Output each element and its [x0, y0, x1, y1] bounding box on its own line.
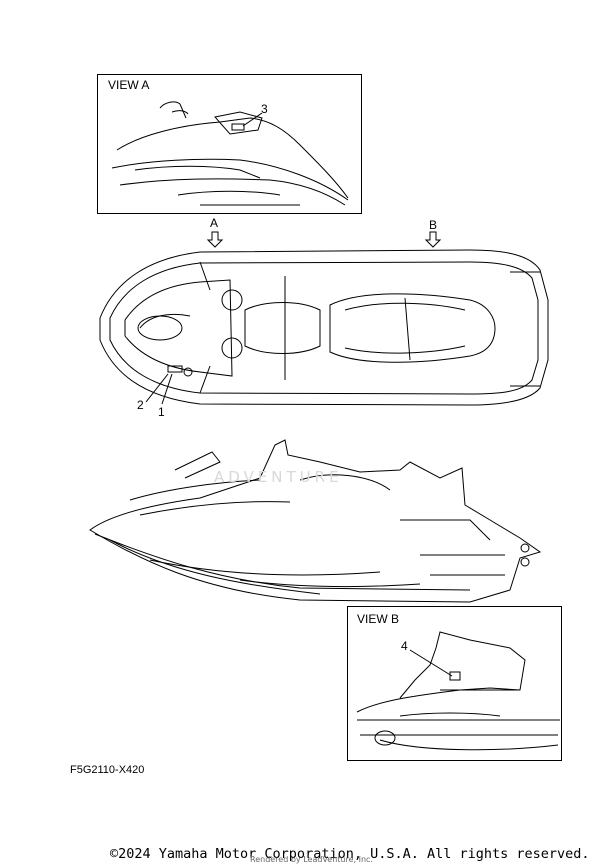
callout-1-leader: [161, 373, 173, 405]
copyright-notice: ©2024 Yamaha Motor Corporation, U.S.A. A…: [110, 846, 590, 862]
callout-2-leader: [145, 373, 169, 403]
diagram-code: F5G2110-X420: [70, 764, 145, 776]
view-a-illustration: [111, 101, 349, 206]
view-arrow-a-label: A: [210, 216, 219, 230]
view-arrow-a: [206, 231, 224, 248]
view-arrow-b: [424, 231, 442, 248]
callout-4: 4: [401, 639, 408, 653]
watermark-text: ADVENTURE: [214, 468, 343, 486]
callout-4-leader: [409, 649, 453, 677]
view-a-title: VIEW A: [108, 78, 150, 92]
view-arrow-b-label: B: [429, 218, 438, 232]
view-b-illustration: [356, 631, 560, 751]
top-view-illustration: [99, 249, 549, 406]
rendered-by-note: Rendered by LeadVenture, Inc.: [250, 855, 373, 864]
callout-1: 1: [158, 405, 165, 419]
callout-3-leader: [242, 112, 263, 127]
callout-3: 3: [261, 102, 268, 116]
view-b-title: VIEW B: [357, 612, 400, 626]
callout-2: 2: [137, 398, 144, 412]
side-view-illustration: [89, 439, 542, 603]
